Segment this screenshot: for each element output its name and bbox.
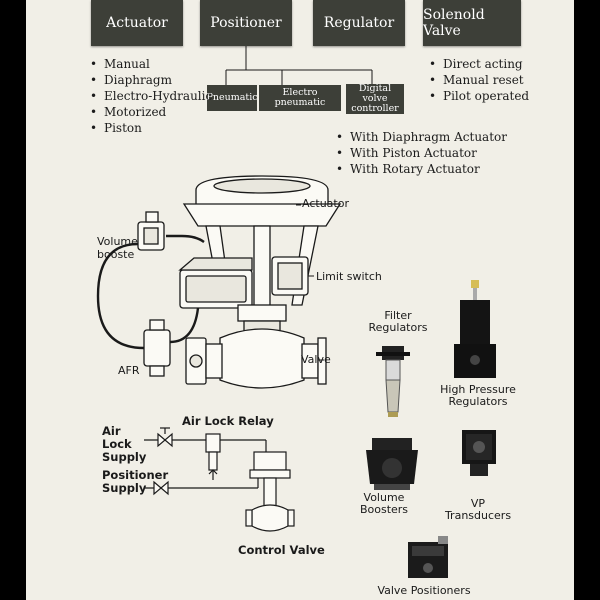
regulator-category[interactable]: Regulator (313, 0, 405, 46)
label-valve-positioners: Valve Positioners (377, 584, 471, 597)
positioner-type-electro-pneumatic[interactable]: Electro pneumatic (259, 85, 341, 111)
vp-transducer-image (462, 430, 496, 476)
list-item: Electro-Hydraulic (90, 88, 212, 104)
list-item: Manual (90, 56, 212, 72)
solenoid-type-list: Direct acting Manual reset Pilot operate… (429, 56, 529, 104)
label-air-lock-relay: Air Lock Relay (182, 414, 274, 428)
list-item: With Piston Actuator (336, 145, 507, 161)
list-item: Direct acting (429, 56, 529, 72)
label-afr: AFR (118, 364, 140, 377)
list-item: Pilot operated (429, 88, 529, 104)
list-item: With Diaphragm Actuator (336, 129, 507, 145)
label-limit-switch: Limit switch (316, 270, 382, 283)
filter-regulator-image (376, 346, 410, 417)
valve-positioner-image (408, 536, 448, 578)
high-pressure-regulator-image (454, 280, 496, 378)
positioner-type-pneumatic[interactable]: Pneumatic (206, 85, 258, 111)
label-high-pressure-regulators: High Pressure Regulators (440, 383, 516, 408)
actuator-category[interactable]: Actuator (91, 0, 183, 46)
digital-controller-option-list: With Diaphragm Actuator With Piston Actu… (336, 129, 507, 177)
label-control-valve: Control Valve (238, 543, 325, 557)
volume-booster-image (366, 438, 418, 490)
actuator-type-list: Manual Diaphragm Electro-Hydraulic Motor… (90, 56, 212, 136)
positioner-category[interactable]: Positioner (200, 0, 292, 46)
product-images (366, 280, 496, 578)
solenoid-valve-category[interactable]: Solenold Valve (423, 0, 521, 46)
list-item: Manual reset (429, 72, 529, 88)
label-actuator: Actuator (302, 197, 349, 210)
label-volume-boosters: Volume Boosters (359, 491, 409, 516)
valve-assembly-drawing (96, 175, 342, 389)
air-lock-schematic (144, 427, 295, 532)
label-positioner-supply: Positioner Supply (102, 468, 169, 495)
positioner-type-digital-controller[interactable]: Digital volve controller (346, 84, 404, 114)
label-volume-booster: Volume booste (97, 235, 138, 261)
list-item: Piston (90, 120, 212, 136)
list-item: Diaphragm (90, 72, 212, 88)
label-filter-regulators: Filter Regulators (368, 309, 428, 334)
list-item: With Rotary Actuator (336, 161, 507, 177)
label-vp-transducers: VP Transducers (444, 497, 512, 522)
label-air-lock-supply: Air Lock Supply (102, 424, 147, 464)
diagram-page: Actuator Positioner Regulator Solenold V… (26, 0, 574, 600)
list-item: Motorized (90, 104, 212, 120)
positioner-connectors (225, 46, 373, 85)
label-valve: Valve (301, 353, 331, 366)
